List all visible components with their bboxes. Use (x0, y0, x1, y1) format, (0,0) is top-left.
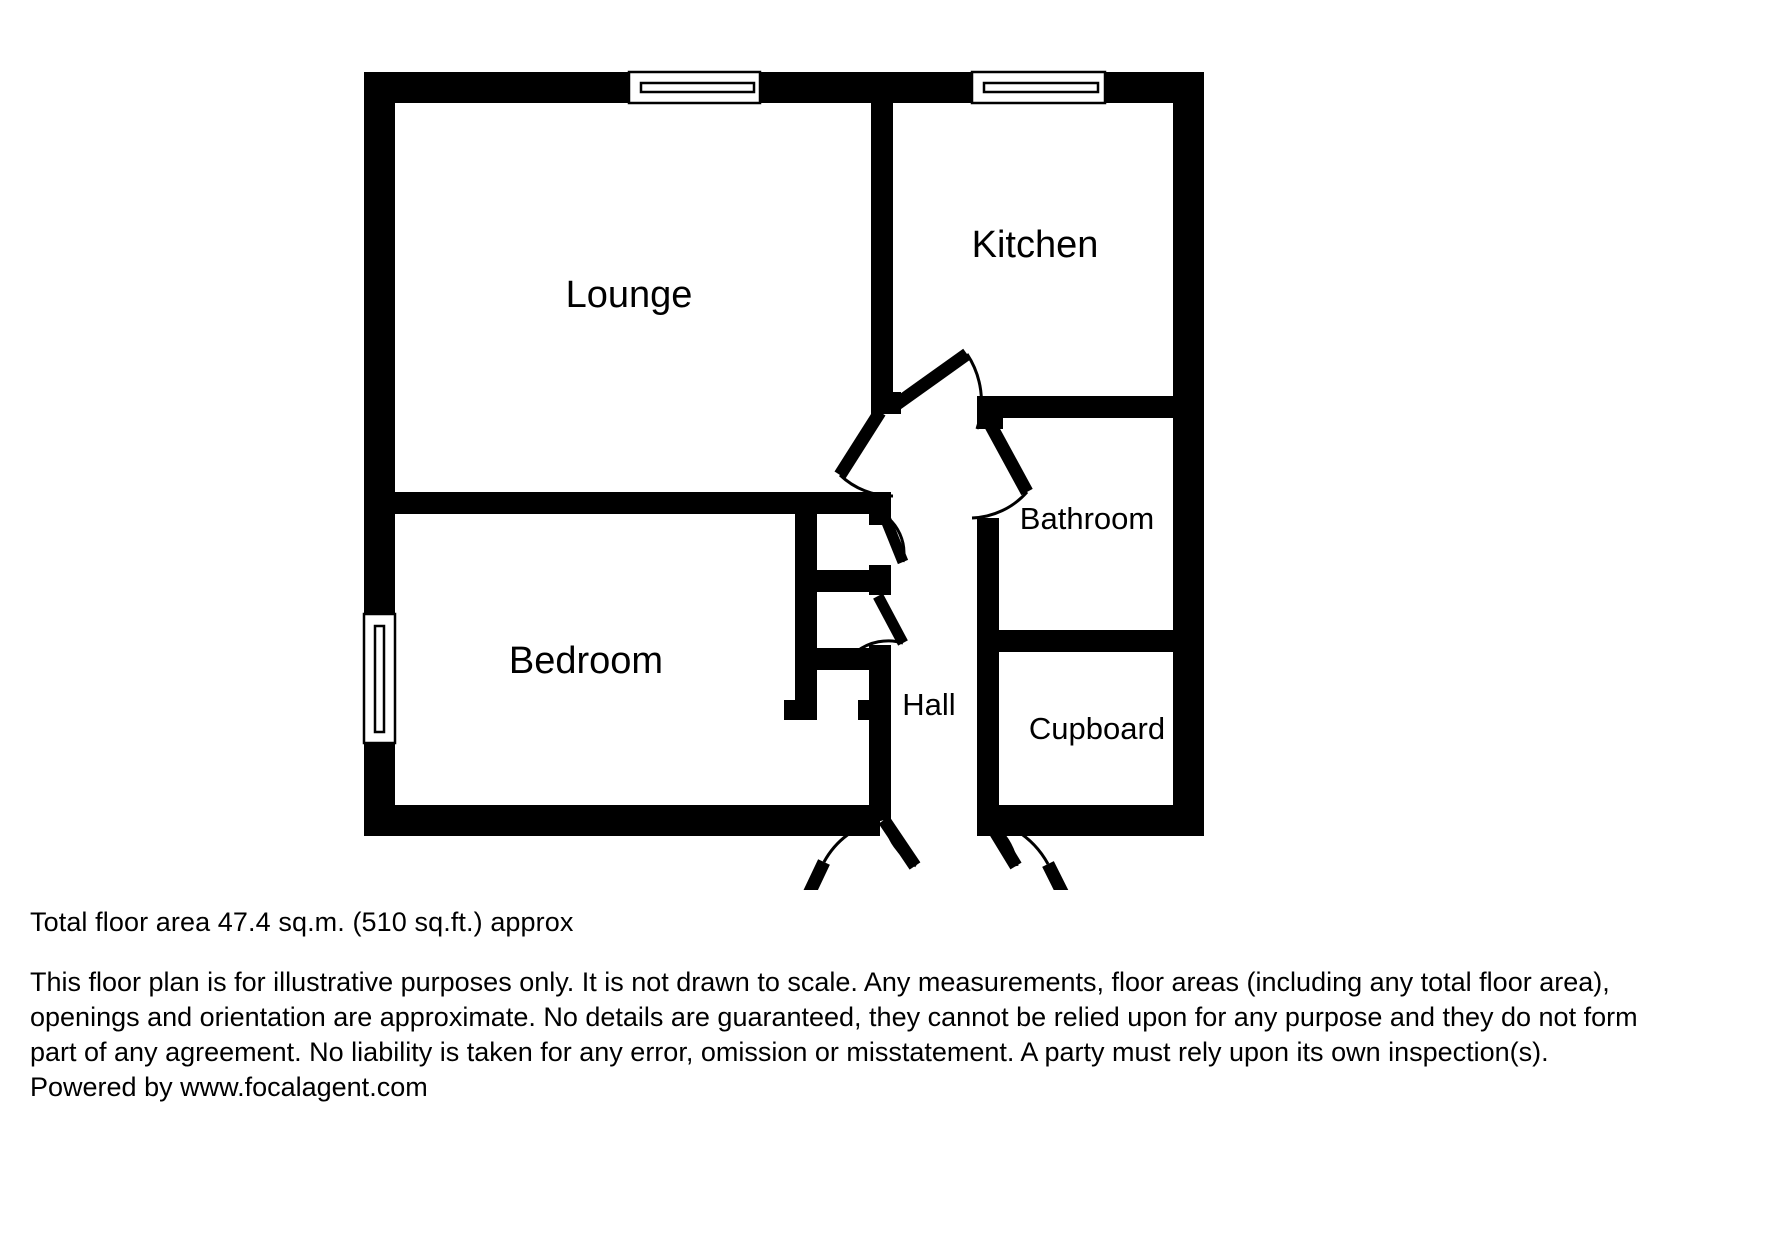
wall-lounge-bedroom (387, 492, 881, 514)
disclaimer-text: This floor plan is for illustrative purp… (30, 965, 1750, 1105)
floor-plan-drawing: Lounge Kitchen Bathroom Bedroom Hall Cup… (362, 70, 1204, 890)
disclaimer-line-1: This floor plan is for illustrative purp… (30, 967, 1610, 997)
room-label-cupboard: Cupboard (1029, 711, 1165, 746)
entrance-door-swing-arc (822, 817, 883, 863)
airing-cupboard-door (855, 593, 908, 654)
wall-lounge-kitchen (871, 103, 893, 399)
wall-stub-left (784, 700, 806, 720)
wall-kitchen-bathroom (977, 396, 1173, 418)
bedroom-door (880, 511, 909, 565)
door-swing-arc (987, 818, 1019, 867)
door-swing-arc (855, 639, 904, 654)
wall-top-left (364, 72, 632, 103)
window-pane (639, 81, 756, 94)
room-label-lounge: Lounge (566, 274, 693, 316)
door-swing-arc (965, 353, 983, 430)
wall-bottom-left (364, 805, 880, 836)
room-label-hall: Hall (902, 687, 955, 722)
disclaimer-line-4-powered-by: Powered by www.focalagent.com (30, 1072, 428, 1102)
window-pane (982, 81, 1100, 94)
wall-bottom-right (977, 805, 1204, 836)
wall-hall-right-lower (869, 648, 891, 820)
room-label-kitchen: Kitchen (972, 224, 1099, 266)
door-swing-arc (882, 819, 917, 868)
room-labels: Lounge Kitchen Bathroom Bedroom Hall Cup… (509, 224, 1165, 746)
total-floor-area-text: Total floor area 47.4 sq.m. (510 sq.ft.)… (30, 907, 574, 937)
door-swing-arc (971, 491, 1029, 520)
disclaimer-line-2: openings and orientation are approximate… (30, 1002, 1638, 1032)
jamb-airing-door-top (869, 565, 891, 595)
door-leaf (873, 593, 908, 646)
plan-footer: Total floor area 47.4 sq.m. (510 sq.ft.)… (30, 905, 1750, 1105)
wall-cupboard-bottom (795, 648, 881, 670)
cupboard-door (982, 816, 1022, 870)
internal-walls (387, 103, 1173, 836)
wall-hall-bedroom (795, 514, 817, 720)
room-label-bedroom: Bedroom (509, 640, 663, 682)
wall-stub-right (858, 700, 880, 720)
kitchen-window-top (970, 70, 1107, 105)
bedroom-window-left (362, 612, 397, 745)
kitchen-door (893, 348, 983, 430)
wall-right (1173, 72, 1204, 836)
wall-cupboard-top (795, 570, 881, 592)
door-leaf (880, 517, 909, 565)
window-pane (373, 624, 386, 734)
door-leaf (834, 408, 886, 479)
bathroom-door (971, 420, 1033, 520)
entrance-door (878, 816, 921, 870)
cupboard-door-swing-arc (989, 817, 1050, 865)
door-swing-arc (880, 511, 906, 563)
door-leaf (878, 816, 921, 870)
entrance-door-leaf (803, 859, 830, 890)
door-leaf (982, 816, 1022, 870)
lounge-window-top (627, 70, 762, 105)
wall-left-upper (364, 72, 395, 617)
disclaimer-line-3: part of any agreement. No liability is t… (30, 1037, 1549, 1067)
exterior-walls (364, 72, 1204, 836)
wall-top-middle (757, 72, 974, 103)
floor-plan-canvas: Lounge Kitchen Bathroom Bedroom Hall Cup… (362, 70, 1204, 890)
door-swing-arc (838, 473, 894, 498)
cupboard-door-leaf (1042, 861, 1069, 890)
wall-hall-bathroom (977, 518, 999, 836)
doors (834, 348, 1033, 870)
door-leaf (984, 420, 1033, 496)
lounge-door (834, 408, 894, 498)
wall-bathroom-cupboard (999, 630, 1173, 652)
jamb-kitchen-door-left (871, 392, 901, 414)
room-label-bathroom: Bathroom (1020, 501, 1154, 536)
door-leaf (893, 348, 971, 410)
